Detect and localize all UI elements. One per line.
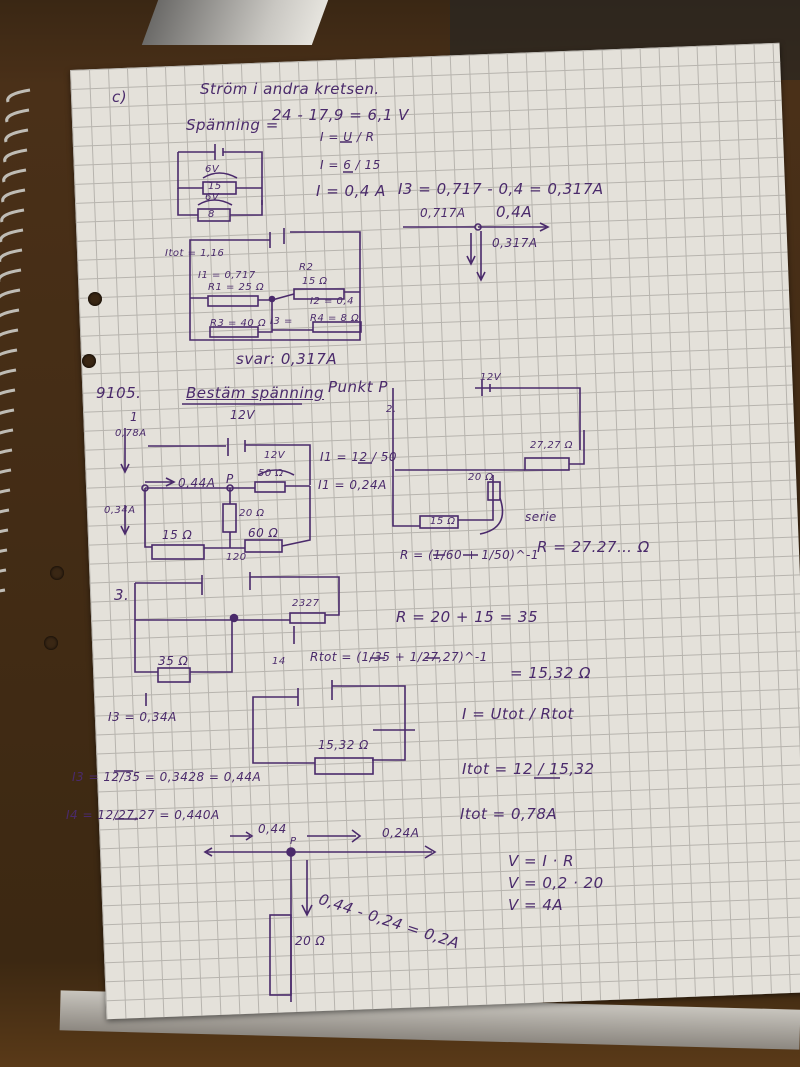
itot-result: Itot = 0,78A: [460, 805, 558, 823]
r20-node-label: 20 Ω: [295, 934, 326, 948]
r2-name: R2: [299, 262, 314, 273]
r-parallel-label: 27,27 Ω: [530, 440, 573, 451]
r20-label: 20 Ω: [239, 508, 265, 519]
r20-label: 20 Ω: [468, 472, 494, 483]
voltage-formula: V = I · R: [508, 852, 575, 870]
source-voltage: 12V: [480, 372, 502, 383]
node-in-label: 0,717A: [420, 206, 466, 220]
source-voltage: 12V: [230, 408, 255, 422]
r50-label: 50 Ω: [258, 468, 284, 479]
current-substitution: I = 6 / 15: [320, 158, 381, 172]
problem-title: Bestäm spänning: [186, 384, 325, 402]
i1-formula: I1 = 12 / 50: [320, 450, 398, 464]
spiral-binding: [0, 88, 31, 593]
r3-label: R3 = 40 Ω: [210, 318, 267, 329]
r4-label: R4 = 8 Ω: [310, 313, 360, 324]
serie-label: serie: [525, 510, 557, 524]
ohm-law: I = U / R: [320, 130, 375, 144]
r50-voltage: 12V: [264, 450, 286, 461]
r-right-label: 2327: [292, 598, 320, 609]
voltage-substitution: V = 0,2 · 20: [508, 874, 604, 892]
book-background: [141, 0, 329, 45]
itot-label: Itot = 1,16: [165, 248, 225, 259]
r-result: R = 27.27… Ω: [537, 538, 650, 556]
section-label: c): [112, 88, 128, 106]
spanning-calc: 24 - 17,9 = 6,1 V: [272, 106, 409, 124]
i3-calc: I3 = 12/35 = 0,3428 = 0,44A: [72, 770, 262, 784]
ohm-formula: I = Utot / Rtot: [462, 705, 574, 723]
node-down-label: 0,317A: [492, 236, 538, 250]
node-p-label: P: [290, 836, 297, 847]
node-in-current: 0,44: [258, 822, 287, 836]
r15-label: 15 Ω: [430, 516, 456, 527]
current-result: I = 0,4 A: [316, 182, 386, 200]
voltage-result: V = 4A: [508, 896, 564, 914]
step-marker: 3.: [114, 586, 130, 604]
rtot-result: = 15,32 Ω: [510, 664, 592, 682]
rtot-formula: Rtot = (1/35 + 1/27,27)^-1: [310, 650, 488, 664]
problem-number: 9105.: [96, 384, 142, 402]
bottom-label: 120: [226, 552, 247, 563]
itot-substitution: Itot = 12 / 15,32: [462, 760, 595, 778]
diagram1-label: 6V: [205, 192, 220, 203]
node-out-label: 0,4A: [496, 203, 533, 221]
i2-label: I2 = 0,4: [310, 296, 354, 307]
section-title: Ström i andra kretsen.: [200, 80, 380, 98]
i3-label: I3 = 0,34A: [108, 710, 177, 724]
r-total-label: 15,32 Ω: [318, 738, 369, 752]
diagram1-label: 15: [208, 181, 222, 192]
step-marker: 1: [130, 410, 139, 424]
step-marker: 14: [272, 656, 286, 667]
r-series-calc: R = 20 + 15 = 35: [396, 608, 538, 626]
r1-label: R1 = 25 Ω: [208, 282, 265, 293]
punch-hole: [82, 354, 96, 368]
diagram1-label: 6V: [205, 164, 220, 175]
spanning-label: Spänning =: [186, 116, 279, 134]
r60-label: 60 Ω: [248, 526, 279, 540]
punch-hole: [44, 636, 58, 650]
node-out-current: 0,24A: [382, 826, 420, 840]
node-p: P: [226, 472, 234, 486]
i1-result: I1 = 0,24A: [318, 478, 387, 492]
r2-label: 15 Ω: [302, 276, 328, 287]
i3-label: I3 =: [270, 316, 293, 327]
branch-current: 0,44A: [178, 476, 216, 490]
step-marker: 2.: [386, 404, 397, 415]
punch-hole: [50, 566, 64, 580]
total-current: 0,78A: [115, 428, 147, 439]
r-left-label: 35 Ω: [158, 654, 189, 668]
r-formula: R = (1/60 + 1/50)^-1: [400, 548, 539, 562]
left-current: 0,34A: [104, 505, 136, 516]
diagram1-label: 8: [208, 209, 215, 220]
problem-subtitle: Punkt P: [328, 378, 388, 396]
r15-label: 15 Ω: [162, 528, 193, 542]
punch-hole: [88, 292, 102, 306]
i4-calc: I4 = 12/27,27 = 0,440A: [66, 808, 220, 822]
answer: svar: 0,317A: [236, 350, 338, 368]
i3-calc: I3 = 0,717 - 0,4 = 0,317A: [398, 180, 604, 198]
i1-label: I1 = 0,717: [198, 270, 256, 281]
